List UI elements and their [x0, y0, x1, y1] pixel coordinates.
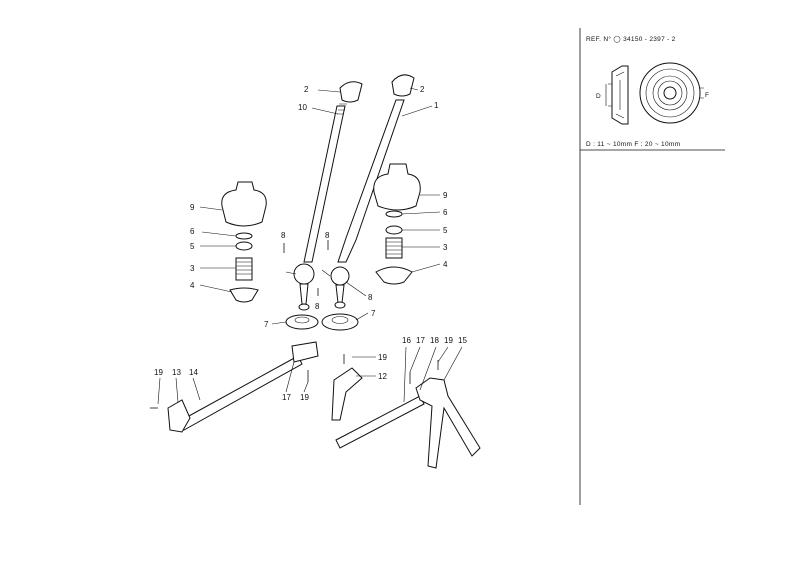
shift-rod-right: [335, 395, 425, 449]
right-lever-assembly: [321, 74, 415, 331]
spring-right: [385, 237, 403, 259]
ref-number: REF. N° ◯ 34150 - 2397 - 2: [586, 35, 676, 43]
callout-2-right: 2: [420, 85, 425, 94]
knob-right: [391, 74, 415, 97]
retainer-cap-right: [321, 313, 359, 331]
seal-side-view: D: [596, 65, 629, 125]
callout-5-left: 5: [190, 242, 195, 251]
boot-left: [221, 181, 267, 227]
callout-3-left: 3: [190, 264, 195, 273]
callout-10: 10: [298, 103, 307, 112]
seat-right: [375, 266, 413, 285]
callout-16: 16: [402, 336, 411, 345]
callout-8-c: 8: [315, 302, 320, 311]
callout-7-right: 7: [371, 309, 376, 318]
ring-right: [385, 210, 403, 218]
seat-left: [229, 287, 259, 303]
leader-lines: [157, 87, 463, 405]
dim-f-label: F: [705, 92, 709, 99]
callout-9-right: 9: [443, 191, 448, 200]
callout-8-d: 8: [368, 293, 373, 302]
callout-17-a: 17: [282, 393, 291, 402]
left-lever-assembly: [283, 81, 363, 330]
callout-18: 18: [430, 336, 439, 345]
lever-shaft-right: [337, 99, 405, 263]
callout-14: 14: [189, 368, 198, 377]
callout-6-left: 6: [190, 227, 195, 236]
callout-19-a: 19: [154, 368, 163, 377]
reference-panel: REF. N° ◯ 34150 - 2397 - 2 D F D : 11 ~ …: [579, 28, 725, 505]
callout-4-left: 4: [190, 281, 195, 290]
rod-end-left: [167, 399, 191, 433]
knob-left: [339, 81, 363, 103]
callout-2-left: 2: [304, 85, 309, 94]
callout-19-c: 19: [378, 353, 387, 362]
shift-arm-12: [331, 367, 363, 421]
callout-5-right: 5: [443, 226, 448, 235]
callout-19-d: 19: [444, 336, 453, 345]
spring-left: [235, 257, 253, 281]
lever-shaft-left: [303, 105, 346, 263]
callout-labels: 2 10 2 1 9 6 5 3 4 9 6 5 3 4 8 8 8 8 7 7…: [154, 85, 467, 402]
callout-13: 13: [172, 368, 181, 377]
right-boot-stack: [373, 163, 421, 285]
boot-right: [373, 163, 421, 211]
left-shift-rod: [150, 341, 319, 433]
seal-spec: D : 11 ~ 10mm F : 20 ~ 10mm: [586, 141, 680, 148]
washer-right: [385, 225, 403, 235]
pivot-ball-left: [293, 263, 315, 285]
seal-front-view: F: [639, 62, 709, 124]
callout-8-b: 8: [325, 231, 330, 240]
callout-7-left: 7: [264, 320, 269, 329]
shift-block-left: [291, 341, 319, 363]
callout-4-right: 4: [443, 260, 448, 269]
callout-6-right: 6: [443, 208, 448, 217]
dim-d-label: D: [596, 93, 601, 100]
washer-left: [235, 241, 253, 251]
callout-19-b: 19: [300, 393, 309, 402]
shift-arm: [331, 354, 363, 421]
callout-9-left: 9: [190, 203, 195, 212]
left-boot-stack: [221, 181, 267, 303]
ring-left: [235, 232, 253, 240]
callout-17-b: 17: [416, 336, 425, 345]
callout-12: 12: [378, 372, 387, 381]
callout-3-right: 3: [443, 243, 448, 252]
callout-1: 1: [434, 101, 439, 110]
shift-fork: [415, 377, 481, 469]
callout-15: 15: [458, 336, 467, 345]
callout-8-a: 8: [281, 231, 286, 240]
